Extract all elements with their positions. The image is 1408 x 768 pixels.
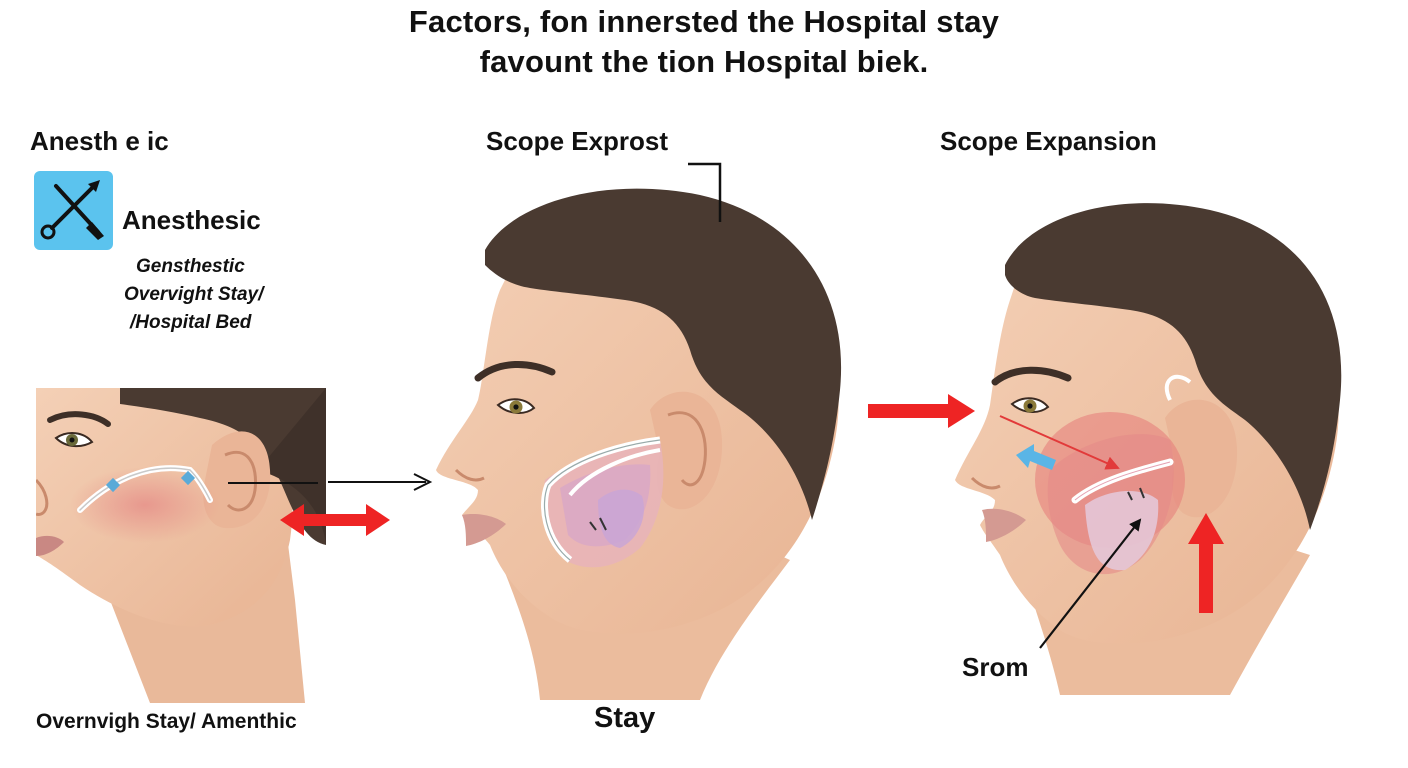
blue-arrow [1016,444,1056,470]
middle-head-illustration [436,188,842,700]
left-face-illustration [36,388,326,703]
connector-arrows [228,473,433,536]
callout-arrow [1039,518,1142,649]
middle-panel-caption: Stay [594,702,656,734]
note-line-2: Overvight Stay/ [124,284,264,305]
left-panel-caption: Overnvigh Stay/ Amenthic [36,710,297,733]
note-line-1: Gensthestic [136,256,245,277]
diagram-title-line-2: favount the tion Hospital biek. [479,44,929,79]
syringe-cross-icon [34,171,113,250]
left-panel-heading: Anesth e ic [30,126,169,156]
right-panel-callout: Srom [962,652,1029,682]
diagram-title-line-1: Factors, fon innersted the Hospital stay [408,4,1000,39]
red-right-arrow [868,394,975,428]
red-diagonal-arrow [999,415,1120,470]
anesthesic-label: Anesthesic [122,205,261,235]
right-panel-heading: Scope Expansion [940,126,1157,156]
bracket-pointer [688,162,722,222]
red-double-arrow [280,504,390,536]
right-head-illustration [955,203,1342,695]
pointer-chevron [413,473,433,491]
red-up-arrow [1188,513,1224,613]
note-line-3: /Hospital Bed [130,312,252,333]
right-panel-arrows [868,394,1224,649]
middle-panel-heading: Scope Exprost [486,126,669,156]
